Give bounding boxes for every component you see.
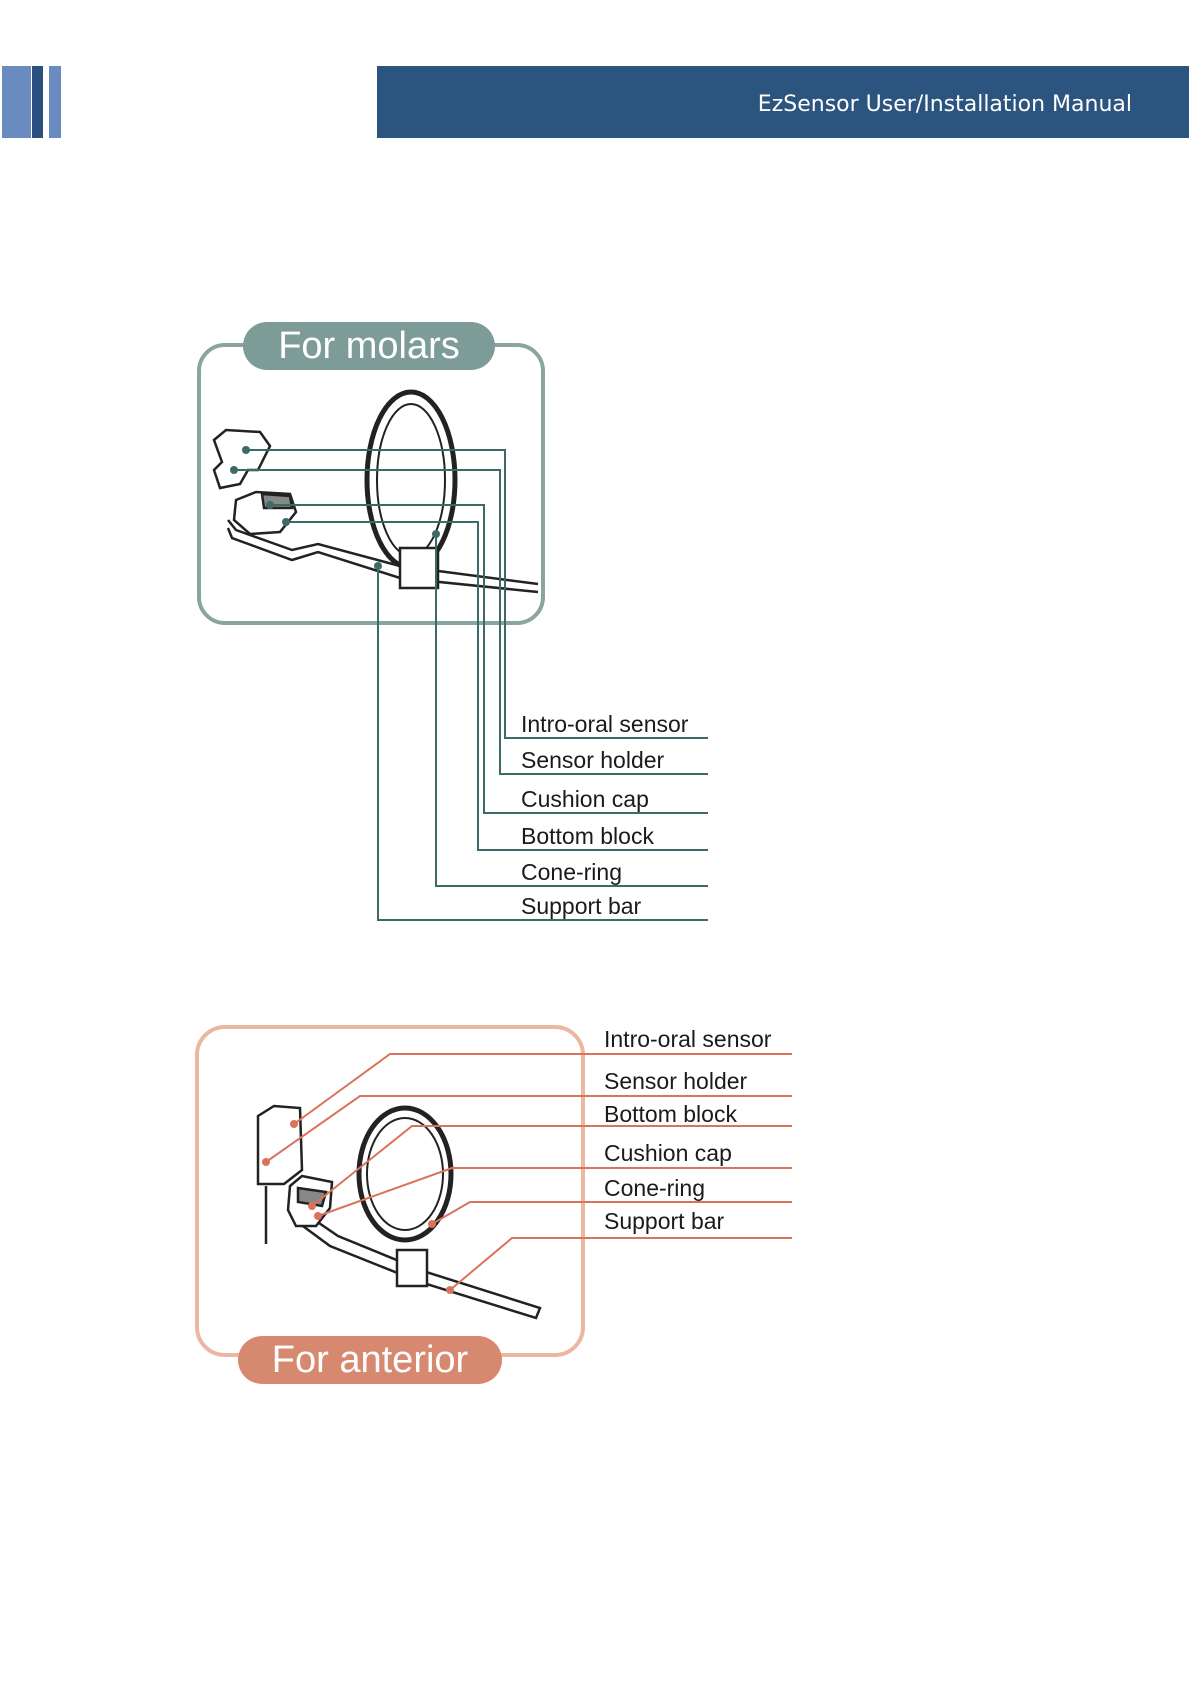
leader-dot <box>290 1120 298 1128</box>
cone-ring-inner <box>367 1118 443 1230</box>
anterior-label-cone-ring: Cone-ring <box>604 1175 705 1202</box>
anterior-label-cushion-cap: Cushion cap <box>604 1140 732 1167</box>
anterior-label-support-bar: Support bar <box>604 1208 724 1235</box>
leader-dot <box>308 1202 316 1210</box>
ring-connector-shape <box>397 1250 427 1286</box>
anterior-label-sensor-holder: Sensor holder <box>604 1068 747 1095</box>
anterior-label-intro-oral-sensor: Intro-oral sensor <box>604 1026 771 1053</box>
intro-oral-sensor-shape <box>258 1106 302 1184</box>
leader-dot <box>446 1286 454 1294</box>
leader-dot <box>428 1220 436 1228</box>
leader-dot <box>262 1158 270 1166</box>
anterior-label-bottom-block: Bottom block <box>604 1101 737 1128</box>
leader-dot <box>314 1212 322 1220</box>
anterior-title: For anterior <box>238 1339 502 1382</box>
leader-support-bar <box>450 1238 792 1290</box>
